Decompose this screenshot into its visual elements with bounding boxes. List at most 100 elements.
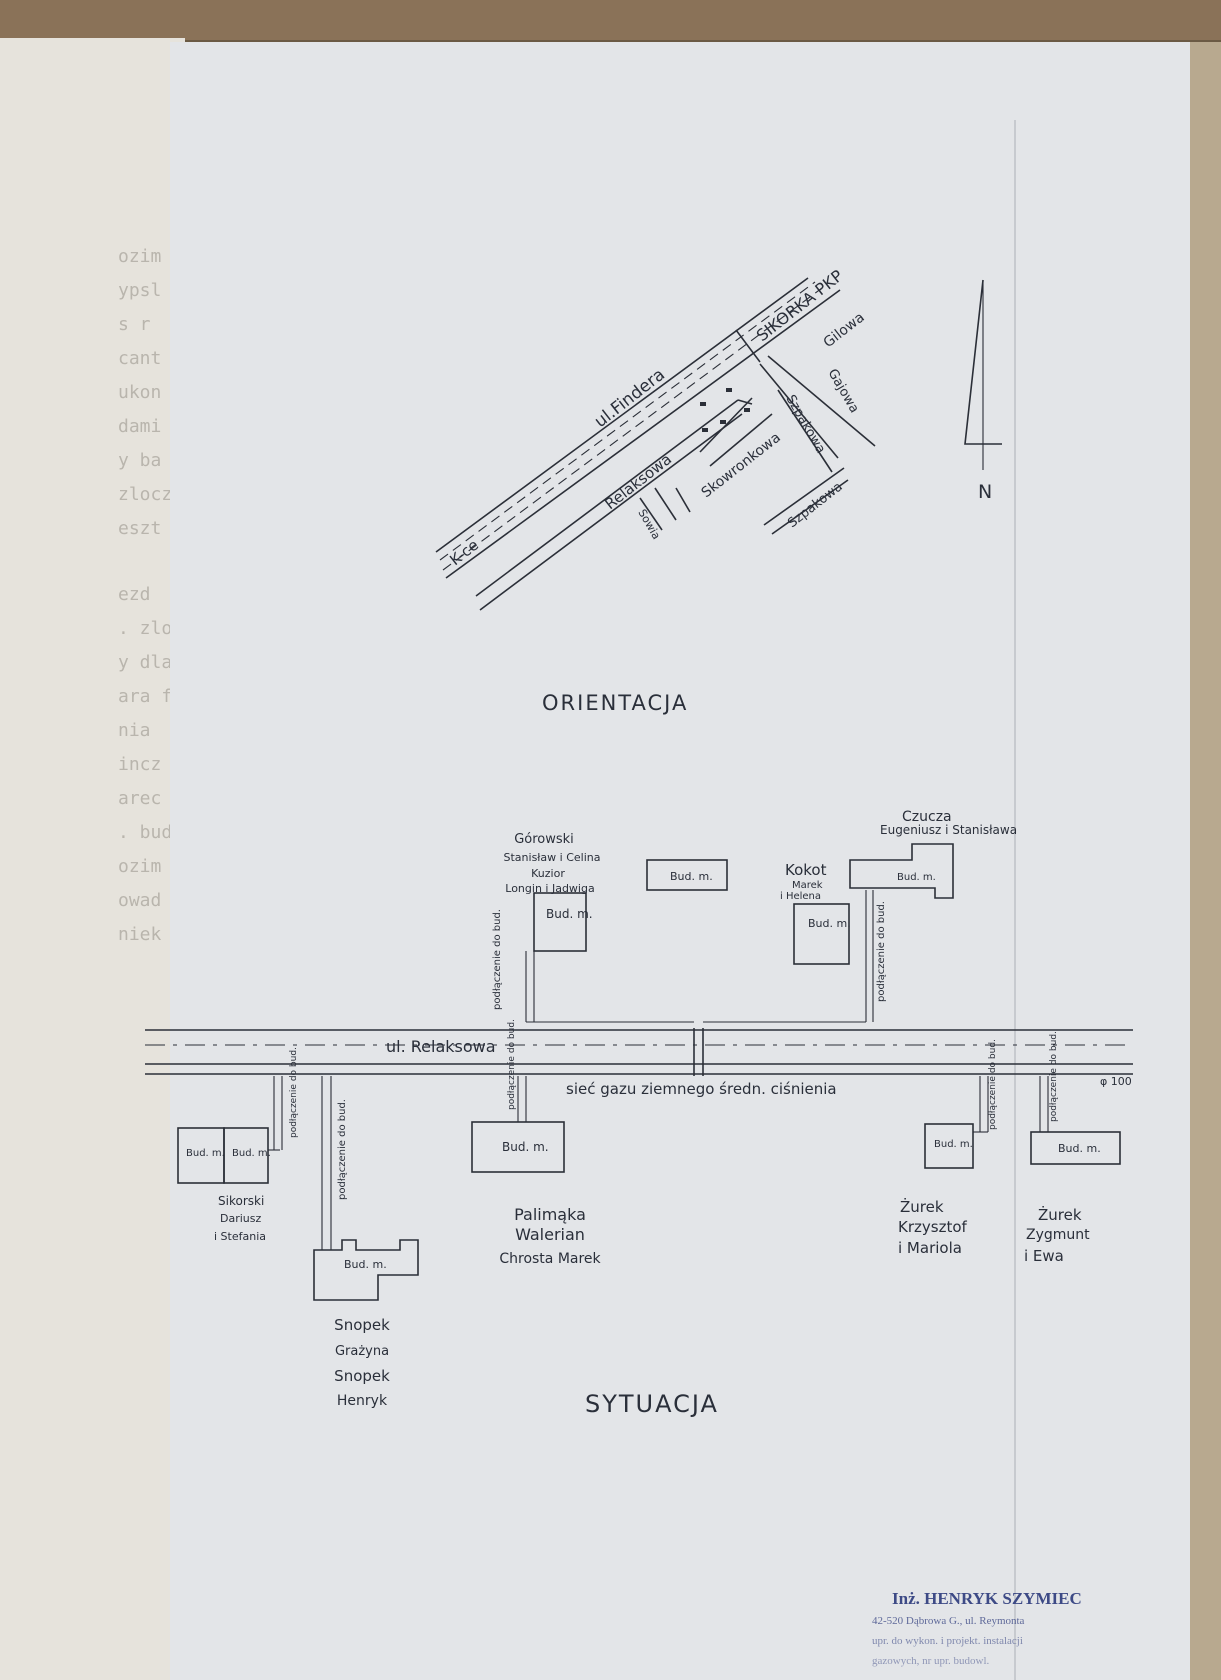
side-streets xyxy=(639,329,876,535)
owner-kokot: Kokot Marek i Helena xyxy=(780,861,827,902)
owner-gorowski-line3: Kuzior xyxy=(531,867,565,880)
svg-text:ara f: ara f xyxy=(118,686,172,707)
building-label-middle: Bud. m. xyxy=(670,870,713,883)
owner-snopek-line1: Snopek xyxy=(334,1316,390,1334)
svg-text:ukon: ukon xyxy=(118,382,161,403)
owner-zurek-krzysztof-line2: Krzysztof xyxy=(898,1218,968,1236)
owner-zurek-krzysztof: Żurek Krzysztof i Mariola xyxy=(898,1197,968,1257)
building-label-palimaka: Bud. m. xyxy=(502,1140,549,1154)
owner-palimaka-line1: Palimąka xyxy=(514,1205,586,1224)
owner-zurek-zygmunt: Żurek Zygmunt i Ewa xyxy=(1024,1205,1090,1265)
gas-line-label: sieć gazu ziemnego średn. ciśnienia xyxy=(566,1080,837,1098)
owner-kokot-line2: Marek xyxy=(792,880,823,891)
owner-gorowski: Górowski Stanisław i Celina Kuzior Longi… xyxy=(504,832,601,895)
svg-text:zlocz: zlocz xyxy=(118,484,172,505)
svg-text:owad: owad xyxy=(118,890,161,911)
owner-zurek-zygmunt-line3: i Ewa xyxy=(1024,1247,1064,1265)
pipe-diameter-label: φ 100 xyxy=(1100,1075,1132,1088)
svg-text:nia: nia xyxy=(118,720,151,741)
designer-stamp: Inż. HENRYK SZYMIEC 42-520 Dąbrowa G., u… xyxy=(872,1589,1082,1667)
owner-czucza-line1: Czucza xyxy=(902,809,952,825)
stamp-line-1: Inż. HENRYK SZYMIEC xyxy=(892,1589,1082,1608)
right-page-edge xyxy=(1190,42,1221,1680)
svg-text:dami: dami xyxy=(118,416,161,437)
left-page xyxy=(0,38,185,1680)
owner-palimaka-line2: Walerian xyxy=(515,1225,585,1244)
owner-snopek-line2: Grażyna xyxy=(335,1344,389,1359)
svg-text:eszt: eszt xyxy=(118,518,161,539)
svg-text:incz: incz xyxy=(118,754,161,775)
owner-snopek-line4: Henryk xyxy=(337,1393,388,1409)
building-label-zurek-krzysztof: Bud. m. xyxy=(934,1139,973,1150)
svg-text:niek: niek xyxy=(118,924,162,945)
owner-snopek: Snopek Grażyna Snopek Henryk xyxy=(334,1316,390,1409)
building-label-sikorski-1: Bud. m. xyxy=(186,1148,225,1159)
connection-label-sikorski: podłączenie do bud. xyxy=(289,1047,299,1138)
railway xyxy=(435,277,841,579)
connection-label-kokot: podłączenie do bud. xyxy=(876,901,887,1002)
parcel-zurek-zygmunt xyxy=(1030,1076,1121,1165)
parcel-zurek-krzysztof xyxy=(924,1076,989,1169)
orientation-title: ORIENTACJA xyxy=(542,691,688,715)
parcel-sikorski xyxy=(177,1076,283,1184)
building-label-sikorski-2: Bud. m. xyxy=(232,1148,271,1159)
owner-gorowski-line4: Longin i Jadwiga xyxy=(505,882,594,895)
owner-gorowski-line1: Górowski xyxy=(514,832,574,847)
stamp-line-3: upr. do wykon. i projekt. instalacji xyxy=(872,1635,1023,1647)
owner-zurek-zygmunt-line1: Żurek xyxy=(1038,1205,1082,1224)
svg-text:s r: s r xyxy=(118,314,151,335)
owner-palimaka-line3: Chrosta Marek xyxy=(499,1251,601,1267)
svg-text:. bud: . bud xyxy=(118,822,172,843)
owner-kokot-line1: Kokot xyxy=(785,861,827,879)
owner-kokot-line3: i Helena xyxy=(780,891,821,902)
svg-text:ozim: ozim xyxy=(118,246,161,267)
block-marks xyxy=(700,388,750,432)
building-middle xyxy=(646,859,728,891)
connection-label-palimaka: podłączenie do bud. xyxy=(507,1019,517,1110)
owner-zurek-krzysztof-line1: Żurek xyxy=(900,1197,944,1216)
site-plan-title: SYTUACJA xyxy=(585,1390,719,1418)
owner-snopek-line3: Snopek xyxy=(334,1367,390,1385)
parcel-gorowski xyxy=(525,892,694,1031)
building-label-czucza: Bud. m. xyxy=(897,872,936,883)
building-label-gorowski: Bud. m. xyxy=(546,907,593,921)
owner-sikorski-line1: Sikorski xyxy=(218,1194,264,1208)
owner-zurek-zygmunt-line2: Zygmunt xyxy=(1026,1227,1090,1243)
owner-sikorski: Sikorski Dariusz i Stefania xyxy=(214,1194,266,1243)
owner-gorowski-line2: Stanisław i Celina xyxy=(504,851,601,864)
svg-text:cant: cant xyxy=(118,348,161,369)
building-label-kokot: Bud. m. xyxy=(808,917,851,930)
connection-label-gorowski: podłączenie do bud. xyxy=(492,909,503,1010)
connection-label-zurek-zygmunt: podłączenie do bud. xyxy=(1049,1031,1059,1122)
top-edge xyxy=(0,0,1221,40)
owner-sikorski-line2: Dariusz xyxy=(220,1212,261,1225)
owner-czucza-line2: Eugeniusz i Stanisława xyxy=(880,823,1017,837)
left-page-bleed-text: ozim ypsl s r cant ukon dami y ba zlocz … xyxy=(118,246,172,945)
owner-zurek-krzysztof-line3: i Mariola xyxy=(898,1239,962,1257)
parcel-czucza xyxy=(849,843,954,899)
stamp-line-4: gazowych, nr upr. budowl. xyxy=(872,1655,990,1667)
page xyxy=(170,42,1194,1680)
connection-label-snopek: podłączenie do bud. xyxy=(337,1099,348,1200)
site-plan: ul. Relaksowa sieć gazu ziemnego średn. … xyxy=(145,809,1133,1418)
building-label-snopek: Bud. m. xyxy=(344,1258,387,1271)
parcel-snopek xyxy=(313,1076,419,1301)
svg-text:. zlo: . zlo xyxy=(118,618,172,639)
parcel-palimaka xyxy=(471,1076,565,1173)
svg-text:ozim: ozim xyxy=(118,856,161,877)
svg-text:y ba: y ba xyxy=(118,450,161,471)
relaksowa-road xyxy=(475,399,743,611)
parcel-kokot xyxy=(703,890,880,1031)
connection-label-zurek-krzysztof: podłączenie do bud. xyxy=(988,1039,998,1130)
building-label-zurek-zygmunt: Bud. m. xyxy=(1058,1142,1101,1155)
owner-sikorski-line3: i Stefania xyxy=(214,1230,266,1243)
north-label: N xyxy=(978,481,992,503)
owner-czucza: Czucza Eugeniusz i Stanisława xyxy=(880,809,1017,837)
svg-text:ezd: ezd xyxy=(118,584,151,605)
owner-palimaka: Palimąka Walerian Chrosta Marek xyxy=(499,1205,601,1267)
svg-text:y dla: y dla xyxy=(118,652,172,673)
svg-text:ypsl: ypsl xyxy=(118,280,161,301)
svg-text:arec: arec xyxy=(118,788,161,809)
north-arrow xyxy=(964,279,1002,470)
stamp-line-2: 42-520 Dąbrowa G., ul. Reymonta xyxy=(872,1615,1025,1627)
